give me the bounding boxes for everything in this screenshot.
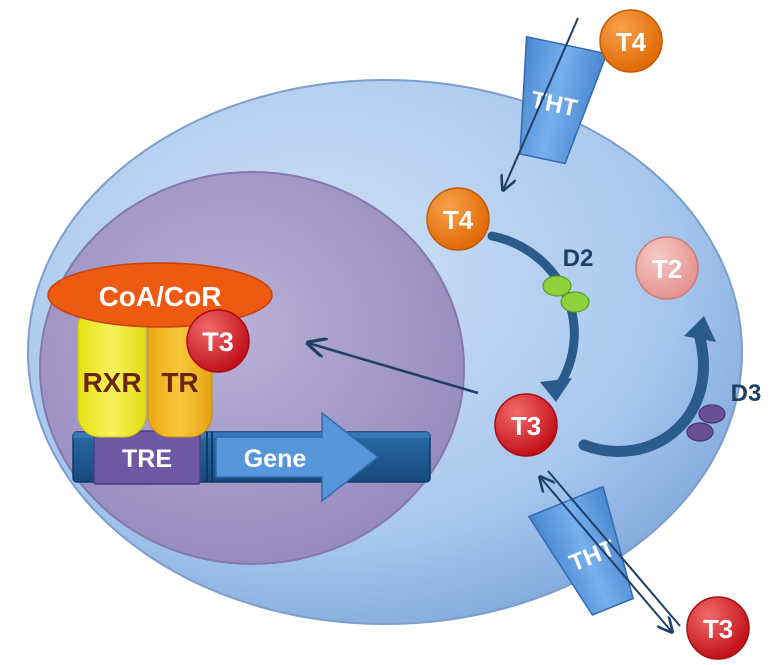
d3-enzyme: D3 <box>686 380 762 442</box>
t3-bound-receptor: T3 <box>186 309 250 373</box>
t4-inside-label: T4 <box>443 205 474 235</box>
t4-outside-label: T4 <box>616 27 647 57</box>
tre-label: TRE <box>122 445 172 473</box>
tht-transporter-top: THT <box>519 35 608 165</box>
t3-inside-label: T3 <box>511 411 541 441</box>
coa-cor-label: CoA/CoR <box>99 281 222 312</box>
t2-label: T2 <box>652 254 682 284</box>
t4-inside: T4 <box>426 187 490 251</box>
t2-molecule: T2 <box>635 236 699 300</box>
gene-arrow: Gene <box>215 411 380 503</box>
t3-outside: T3 <box>686 596 750 660</box>
gene-label: Gene <box>244 445 307 473</box>
t3-outside-label: T3 <box>703 614 733 644</box>
d2-arrowhead <box>540 378 572 402</box>
t4-import-arrow <box>503 17 579 190</box>
d2-label: D2 <box>563 245 594 272</box>
t4-outside: T4 <box>599 9 663 73</box>
rxr-label: RXR <box>82 367 141 398</box>
d3-arrowhead <box>684 316 716 342</box>
t3-to-nucleus-arrow <box>308 343 479 395</box>
tre-element: TRE <box>93 430 201 485</box>
t3-inside: T3 <box>494 393 558 457</box>
t3-receptor-label: T3 <box>202 327 234 357</box>
d3-conversion-arrow <box>578 332 709 457</box>
tr-label: TR <box>161 367 198 398</box>
d2-enzyme: D2 <box>542 245 594 313</box>
d3-label: D3 <box>731 380 762 407</box>
t3-bidirectional-arrow <box>540 470 681 632</box>
